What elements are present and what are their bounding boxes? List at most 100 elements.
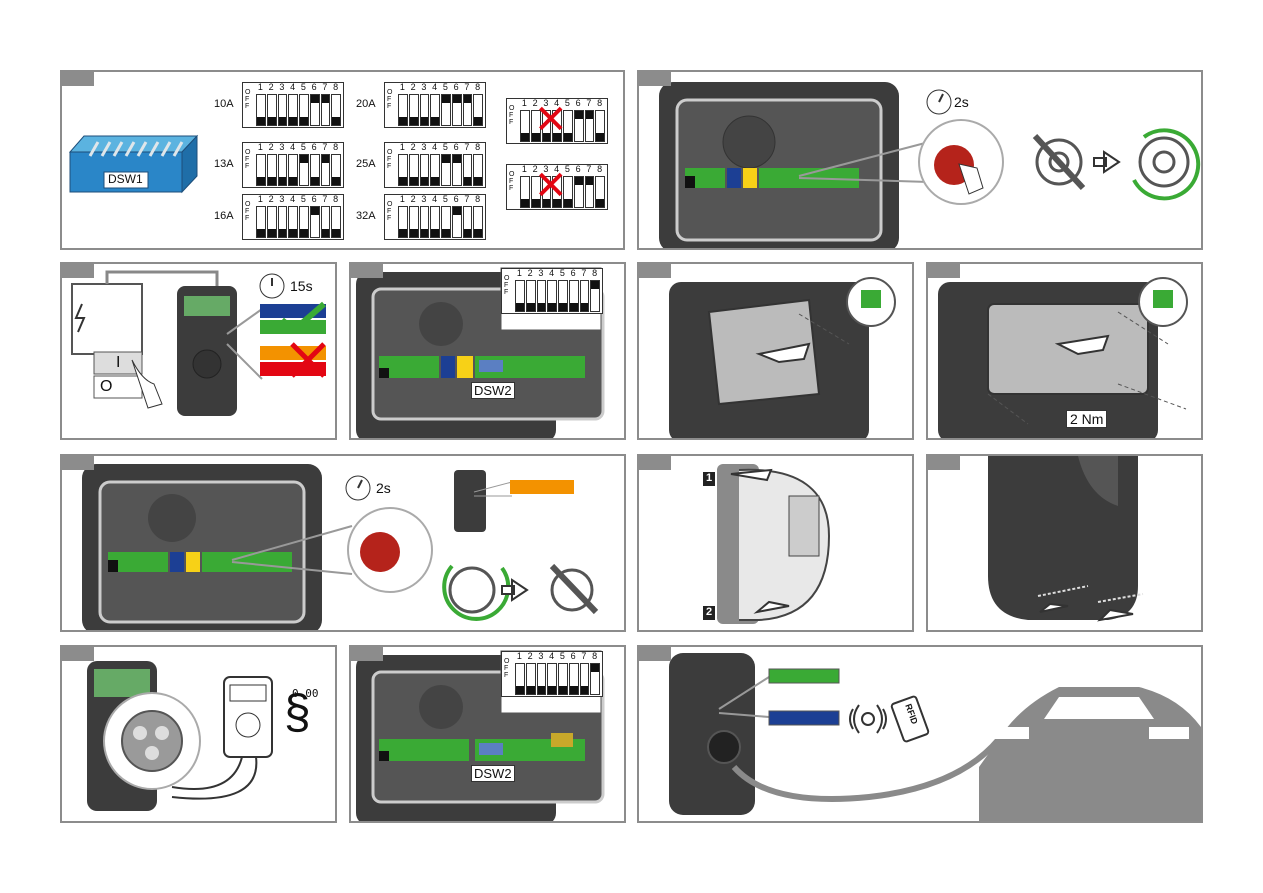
switch-slot [558,663,568,695]
switch-slot [288,154,298,186]
switch-number: 2 [268,82,274,92]
switch-slot [473,206,483,238]
meter-display: 0.00 [292,687,319,700]
switch-knob [332,177,340,185]
switch-slot [331,206,341,238]
switch-slot [266,94,277,126]
switch-knob [278,229,287,237]
dsw1-illustration [68,134,199,194]
switch-slot [547,280,557,312]
invalid-cross-icon: ✕ [534,98,568,142]
switch-number: 2 [527,268,533,278]
switch-slot [320,94,331,126]
switch-number: 6 [311,194,317,204]
switch-number: 4 [432,194,438,204]
switch-knob [542,133,551,141]
switch-number: 7 [581,268,587,278]
switch-slot [568,663,579,695]
switch-knob [278,117,287,125]
switch-knob [516,686,524,694]
switch-knob [585,111,594,119]
switch-number: 4 [549,268,555,278]
on-switch-label: I [116,354,121,371]
switch-knob [332,229,340,237]
switch-number: 4 [432,142,438,152]
switch-number: 2 [532,164,538,174]
switch-number: 2 [410,142,416,152]
power-on-illustration [71,270,326,416]
panel-cover-insert [637,262,914,440]
switch-number: 5 [300,82,306,92]
switch-knob [596,133,604,141]
switch-knob [399,117,407,125]
off-label: O F F [245,149,251,170]
switch-number: 1 [257,194,263,204]
switch-number: 7 [581,651,587,661]
switch-number: 2 [410,82,416,92]
switch-slot [398,94,408,126]
switch-knob [332,117,340,125]
switch-slot [277,206,288,238]
switch-number: 2 [268,194,274,204]
electrical-test-illustration [87,661,273,811]
switch-number: 3 [279,194,285,204]
timer-2s-label: 2s [954,94,969,110]
switch-knob [548,686,556,694]
switch-knob [553,199,561,207]
switch-number: 8 [597,98,603,108]
switch-knob [559,686,567,694]
switch-number: 6 [453,194,459,204]
switch-number: 4 [549,651,555,661]
switch-knob [300,117,308,125]
switch-knob [463,229,472,237]
switch-slot [277,154,288,186]
switch-number: 5 [300,142,306,152]
current-label: 16A [214,210,234,222]
switch-number: 7 [322,194,328,204]
switch-number: 5 [559,268,565,278]
step-tag [62,72,94,86]
switch-slot [573,110,584,142]
switch-knob [310,207,319,215]
switch-slot [563,176,573,208]
switch-number: 5 [442,142,448,152]
switch-number: 2 [527,651,533,661]
switch-knob [442,95,450,103]
current-label: 25A [356,158,376,170]
step-tag [928,264,960,278]
switch-number: 8 [592,651,598,661]
off-label: O F F [245,201,251,222]
switch-number: 8 [333,194,339,204]
switch-slot [515,663,525,695]
switch-slot [320,206,331,238]
switch-knob [474,177,482,185]
switch-slot [584,176,595,208]
switch-knob [591,281,599,289]
switch-slot [331,154,341,186]
dsw1-label: DSW1 [108,172,143,186]
switch-knob [580,686,589,694]
switch-slot [299,94,309,126]
switch-knob [257,177,265,185]
switch-slot [451,206,462,238]
switch-knob [420,177,429,185]
step-tag [351,647,383,661]
switch-knob [321,229,330,237]
switch-knob [580,303,589,311]
switch-number: 5 [442,194,448,204]
switch-slot [299,206,309,238]
off-label: O F F [387,89,393,110]
switch-number: 8 [597,164,603,174]
switch-knob [310,95,319,103]
switch-slot [525,663,536,695]
switch-slot [408,206,419,238]
switch-number: 4 [290,194,296,204]
switch-knob [442,155,450,163]
switch-knob [564,199,572,207]
switch-knob [463,95,472,103]
step-tag [639,647,671,661]
switch-slot [408,94,419,126]
